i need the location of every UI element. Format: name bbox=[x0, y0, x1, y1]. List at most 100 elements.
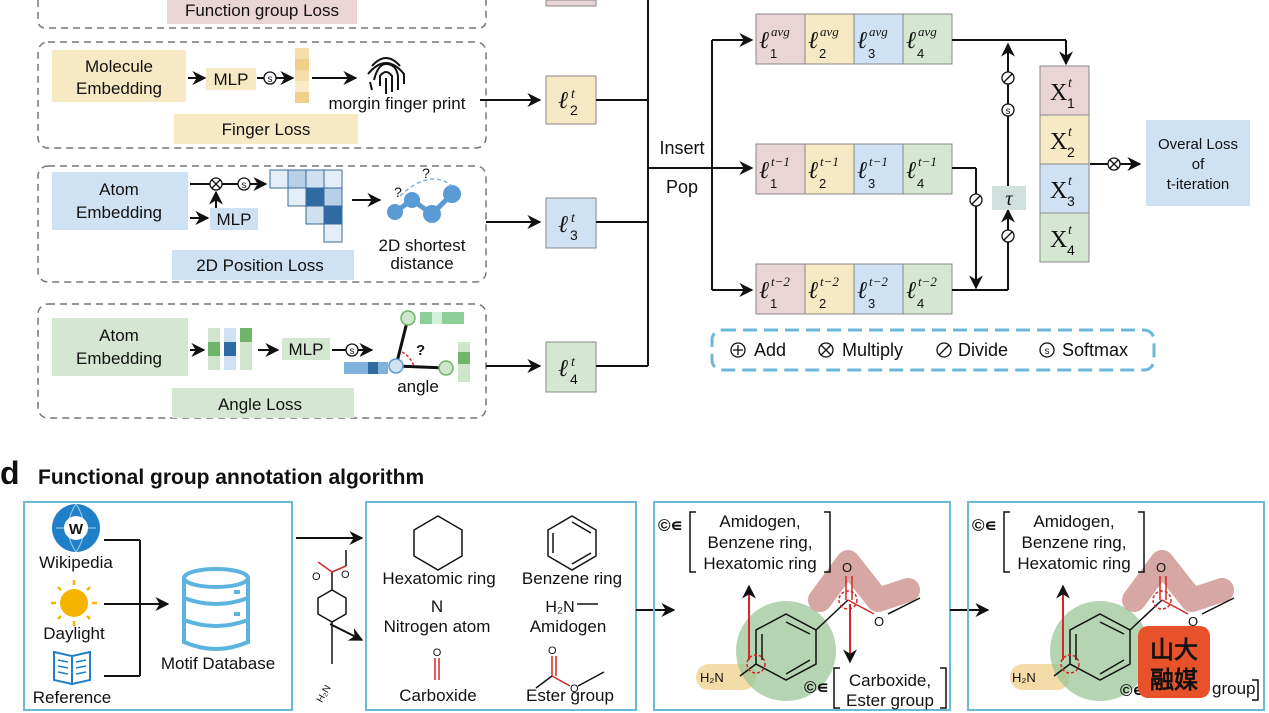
distance-line1: 2D shortest bbox=[379, 236, 466, 255]
ell-3-symbol: ℓ bbox=[558, 212, 568, 238]
ell-avg-sub-4: 4 bbox=[917, 46, 924, 61]
panel-sources: W Wikipedia Daylight Reference bbox=[23, 501, 293, 711]
ell-avg-sub-2: 2 bbox=[819, 46, 826, 61]
legend-add: Add bbox=[754, 340, 786, 360]
p3-bracket-top-1: Amidogen, bbox=[719, 512, 800, 531]
ell-avg-sup-3: avg bbox=[869, 24, 888, 39]
x-sup-2: t bbox=[1068, 125, 1073, 140]
softmax-icon-3 bbox=[345, 343, 359, 357]
ell-2-sup: t bbox=[571, 87, 576, 102]
overall-loss-box bbox=[1146, 120, 1250, 206]
atom-embedding-1-line1: Atom bbox=[99, 180, 139, 199]
angle-label: angle bbox=[397, 377, 439, 396]
legend-multiply: Multiply bbox=[842, 340, 903, 360]
finger-loss-box bbox=[174, 114, 358, 144]
mlp-box-3 bbox=[282, 338, 330, 360]
x-symbol-2: X bbox=[1050, 129, 1067, 155]
x-cell-4 bbox=[1039, 212, 1090, 263]
overall-line3: t-iteration bbox=[1167, 176, 1230, 193]
overall-line2: of bbox=[1192, 156, 1205, 173]
benzene-ring-icon bbox=[547, 515, 597, 571]
ell-avg-symbol-4: ℓ bbox=[906, 28, 916, 54]
ell-t1-sup-4: t−1 bbox=[918, 154, 937, 169]
softmax-icon-2 bbox=[237, 177, 251, 191]
ell-2-symbol: ℓ bbox=[558, 88, 568, 114]
ell-t1-sup-2: t−1 bbox=[820, 154, 839, 169]
motif-hexatomic: Hexatomic ring bbox=[382, 569, 495, 588]
ell-t1-symbol-3: ℓ bbox=[857, 158, 867, 184]
daylight-icon bbox=[51, 580, 97, 626]
x-cell-1 bbox=[1039, 65, 1090, 116]
ester-group-icon: O O bbox=[535, 645, 605, 695]
ell-2-sub: 2 bbox=[570, 102, 578, 118]
ell-t1-symbol-4: ℓ bbox=[906, 158, 916, 184]
svg-text:s: s bbox=[242, 180, 247, 191]
angle-loss-label: Angle Loss bbox=[218, 395, 302, 414]
molecule-embedding-line1: Molecule bbox=[85, 57, 153, 76]
ell-avg-symbol-2: ℓ bbox=[808, 28, 818, 54]
svg-text:山大: 山大 bbox=[1150, 637, 1198, 664]
legend-divide: Divide bbox=[958, 340, 1008, 360]
ell-avg-sub-3: 3 bbox=[868, 46, 875, 61]
book-icon bbox=[53, 650, 91, 686]
mlp-box bbox=[206, 68, 256, 90]
ell-4-box bbox=[545, 341, 597, 393]
database-icon bbox=[182, 567, 250, 651]
ell-avg-symbol-3: ℓ bbox=[857, 28, 867, 54]
ell-t2-symbol-2: ℓ bbox=[808, 278, 818, 304]
p4-element-symbol-1: ©∊ bbox=[972, 516, 997, 535]
p4-atom-h2n: H₂N bbox=[1012, 670, 1036, 685]
panel-annotation-1: O O H₂N ©∊ Amidogen, Benzene ring, Hexat… bbox=[653, 501, 951, 711]
divide-icon-2 bbox=[969, 193, 983, 207]
tau-box bbox=[992, 186, 1026, 210]
ell-t2-sup-3: t−2 bbox=[869, 274, 888, 289]
ester-atom-o2: O bbox=[570, 683, 579, 695]
x-sub-4: 4 bbox=[1067, 242, 1075, 258]
source-wikipedia: Wikipedia bbox=[39, 553, 113, 572]
divide-icon-3 bbox=[1001, 229, 1015, 243]
atom-embedding-1-line2: Embedding bbox=[76, 203, 162, 222]
x-cell-3 bbox=[1039, 163, 1090, 214]
x-cell-2 bbox=[1039, 114, 1090, 165]
svg-text:融媒: 融媒 bbox=[1150, 667, 1199, 694]
p3-bracket-bottom-2: Ester group bbox=[846, 691, 934, 710]
motif-nitrogen: Nitrogen atom bbox=[384, 617, 491, 636]
ester-atom-o1: O bbox=[548, 645, 557, 657]
x-sup-1: t bbox=[1068, 76, 1073, 91]
ell-t1-cell-2 bbox=[804, 143, 855, 195]
operator-legend: Add Multiply Divide s Softmax bbox=[710, 328, 1156, 372]
x-symbol-3: X bbox=[1050, 178, 1067, 204]
source-daylight: Daylight bbox=[43, 624, 105, 643]
svg-text:s: s bbox=[350, 346, 355, 357]
angle-loss-box bbox=[172, 388, 354, 418]
carboxide-icon: O bbox=[433, 647, 442, 680]
softmax-icon bbox=[263, 71, 277, 85]
right-connections bbox=[952, 39, 1142, 291]
ell-avg-sup-1: avg bbox=[771, 24, 790, 39]
section-letter: d bbox=[0, 455, 20, 491]
pop-label: Pop bbox=[666, 177, 698, 197]
ell-avg-sup-4: avg bbox=[918, 24, 937, 39]
insert-label: Insert bbox=[659, 138, 704, 158]
wikipedia-icon: W bbox=[52, 503, 100, 554]
x-symbol-4: X bbox=[1050, 227, 1067, 253]
ell-t2-cell-2 bbox=[804, 263, 855, 315]
x-sub-3: 3 bbox=[1067, 193, 1075, 209]
atom-embedding-2-line2: Embedding bbox=[76, 349, 162, 368]
divide-icon-1 bbox=[1001, 71, 1015, 85]
atom-embedding-box-1 bbox=[52, 172, 188, 230]
ell-t2-symbol-3: ℓ bbox=[857, 278, 867, 304]
feature-columns bbox=[208, 328, 252, 370]
ell-t1-sub-4: 4 bbox=[917, 176, 924, 191]
ell-t2-sub-4: 4 bbox=[917, 296, 924, 311]
ell-t2-sub-3: 3 bbox=[868, 296, 875, 311]
ell-t1-sup-1: t−1 bbox=[771, 154, 790, 169]
multiply-icon-2 bbox=[1107, 157, 1121, 171]
tau-label: τ bbox=[1005, 188, 1013, 210]
x-sub-1: 1 bbox=[1067, 95, 1075, 111]
svg-text:s: s bbox=[268, 74, 273, 85]
